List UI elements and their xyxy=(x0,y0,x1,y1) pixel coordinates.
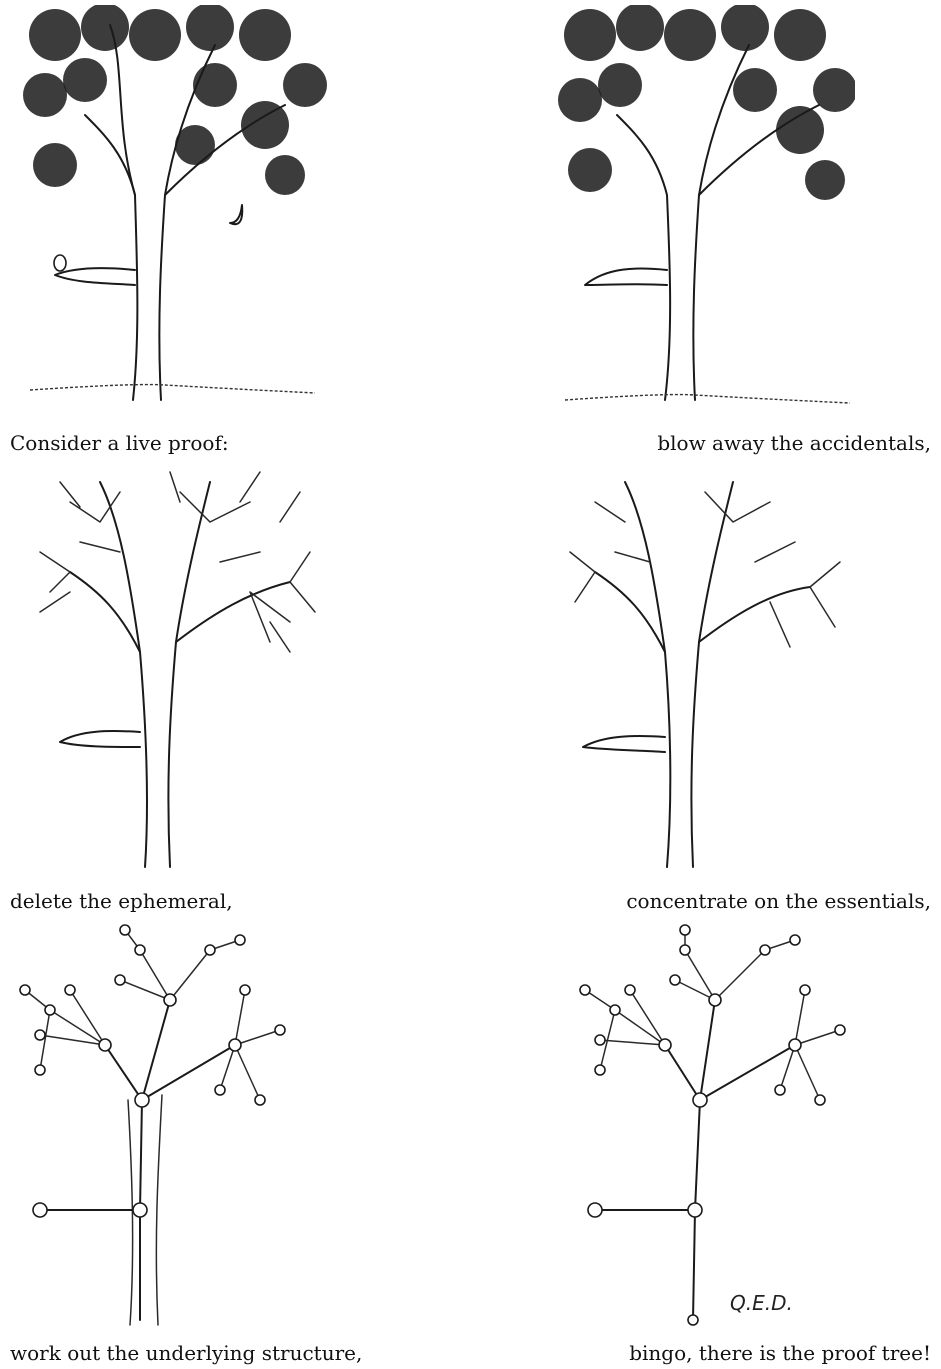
bare-tree-with-twigs-illustration xyxy=(20,462,330,877)
panel-essentials xyxy=(555,462,855,877)
foliage xyxy=(23,5,327,195)
panel-ephemeral xyxy=(20,462,330,877)
panel-structure xyxy=(10,920,330,1335)
caption-live-proof: Consider a live proof: xyxy=(10,433,229,453)
caption-structure: work out the underlying structure, xyxy=(10,1343,362,1363)
qed-annotation: Q.E.D. xyxy=(730,1291,793,1315)
caption-ephemeral: delete the ephemeral, xyxy=(10,891,233,911)
moon-icon xyxy=(230,205,242,224)
caption-accidentals: blow away the accidentals, xyxy=(657,433,931,453)
owl-icon xyxy=(54,255,66,271)
proof-tree-diagram: Q.E.D. xyxy=(555,920,855,1335)
proof-tree-nodes xyxy=(580,925,845,1325)
tree-with-nodes-illustration xyxy=(10,920,330,1335)
tree-without-accidentals-illustration xyxy=(555,5,855,420)
tree-with-foliage-illustration xyxy=(15,5,330,420)
panel-live-proof xyxy=(15,5,330,420)
foliage xyxy=(558,5,855,200)
caption-essentials: concentrate on the essentials, xyxy=(626,891,931,911)
structure-nodes xyxy=(20,925,285,1217)
panel-accidentals xyxy=(555,5,855,420)
caption-proof-tree: bingo, there is the proof tree! xyxy=(629,1343,931,1363)
panel-proof-tree: Q.E.D. xyxy=(555,920,855,1335)
pruned-tree-illustration xyxy=(555,462,855,877)
